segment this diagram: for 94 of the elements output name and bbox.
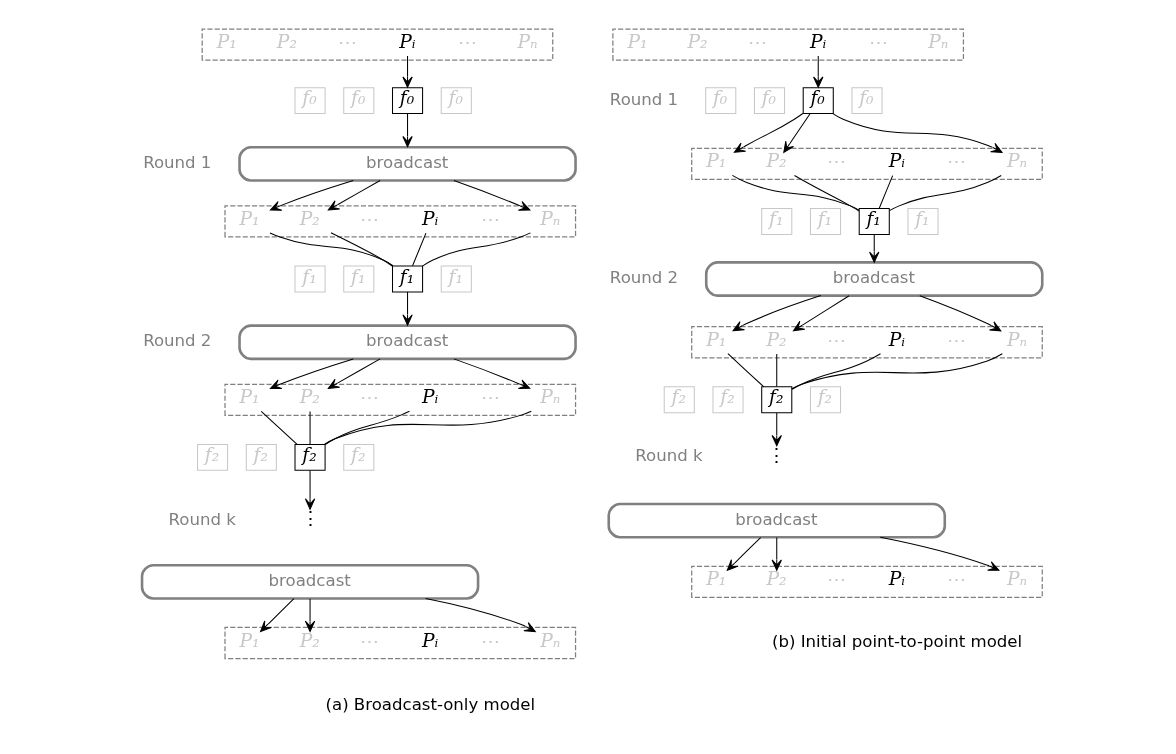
node-text: Pᵢ — [399, 31, 416, 53]
node-text: Pᵢ — [888, 150, 906, 172]
arrow — [269, 180, 354, 211]
connector — [269, 232, 394, 267]
cluster — [224, 205, 577, 238]
cluster — [224, 383, 577, 416]
label: Round 2 — [609, 267, 679, 287]
connector — [330, 232, 393, 267]
arrow — [771, 537, 782, 571]
arrow — [402, 291, 413, 326]
node-text: ⋯ — [827, 151, 847, 173]
node-box: broadcast — [238, 146, 577, 182]
cluster — [201, 28, 554, 61]
node-box: f₁ — [392, 265, 424, 293]
node-text: ⋯ — [360, 387, 380, 409]
node-text: Pᵢ — [422, 207, 439, 229]
node-text: ⋯ — [827, 569, 847, 591]
label: Round 2 — [143, 331, 212, 351]
arrow — [771, 412, 782, 447]
node-text: ⋯ — [457, 32, 477, 54]
arrow — [832, 113, 1003, 153]
node-text: ⋯ — [947, 329, 967, 351]
connector — [878, 175, 894, 209]
connector — [888, 174, 1002, 212]
label: (b) Initial point-to-point model — [771, 631, 1023, 651]
arrow — [327, 358, 381, 389]
arrow — [304, 470, 316, 510]
arrow — [869, 234, 880, 263]
node-text: Pᵢ — [422, 629, 439, 651]
node-text: ⋯ — [947, 569, 967, 591]
node-box: broadcast — [704, 261, 1044, 297]
connector — [260, 410, 298, 445]
arrow — [813, 55, 824, 88]
node-text: ⋯ — [947, 151, 967, 173]
label: Round 1 — [609, 89, 679, 109]
arrow — [260, 598, 295, 633]
node-box: broadcast — [140, 563, 480, 600]
node-box: f₀ — [802, 87, 834, 115]
node-text: ⋯ — [868, 32, 888, 54]
node-text: ⋯ — [480, 387, 500, 409]
connector — [412, 232, 427, 267]
cluster — [691, 326, 1043, 359]
arrow — [327, 180, 381, 211]
connector — [324, 410, 532, 445]
node-text: ⋮ — [300, 508, 320, 530]
node-text: ⋯ — [480, 209, 500, 230]
label: Round k — [635, 446, 703, 466]
connector — [776, 353, 778, 388]
cluster — [691, 565, 1043, 598]
node-text: Pᵢ — [809, 31, 827, 53]
node-box: broadcast — [607, 502, 947, 539]
arrow — [453, 358, 531, 390]
node-text: ⋯ — [748, 32, 768, 54]
node-text: Pᵢ — [888, 568, 906, 590]
arrow — [879, 536, 1000, 571]
cluster — [224, 626, 577, 660]
arrow — [919, 295, 1002, 332]
node-box: f₁ — [858, 207, 890, 235]
arrow — [732, 295, 822, 332]
node-text: ⋯ — [827, 329, 847, 351]
connector — [731, 174, 860, 211]
connector — [309, 411, 311, 445]
connector — [324, 410, 410, 446]
arrow — [425, 597, 536, 633]
cluster — [691, 147, 1043, 181]
arrow — [269, 358, 354, 390]
label: (a) Broadcast-only model — [325, 695, 536, 715]
cluster — [612, 28, 965, 61]
node-text: Pᵢ — [888, 328, 906, 350]
node-box: f₀ — [392, 87, 424, 115]
node-text: ⋯ — [337, 32, 357, 54]
connector — [727, 353, 765, 388]
node-text: Pᵢ — [422, 386, 439, 408]
label: Round k — [168, 509, 236, 529]
arrow — [304, 598, 316, 633]
node-box: broadcast — [238, 324, 577, 361]
node-box: f₂ — [294, 443, 326, 471]
arrow — [726, 537, 762, 571]
label: Round 1 — [143, 152, 212, 172]
arrow — [402, 55, 413, 88]
node-text: ⋯ — [360, 209, 380, 230]
arrow — [453, 180, 531, 211]
connector — [422, 232, 531, 267]
node-text: ⋮ — [767, 444, 787, 466]
node-text: ⋯ — [360, 630, 380, 652]
connector — [794, 174, 860, 212]
connector — [791, 353, 1003, 390]
arrow — [783, 113, 811, 153]
arrow — [733, 113, 804, 153]
arrow — [792, 295, 850, 332]
node-text: ⋯ — [480, 630, 500, 652]
node-box: f₂ — [761, 386, 793, 414]
connector — [791, 353, 881, 390]
arrow — [402, 113, 413, 148]
